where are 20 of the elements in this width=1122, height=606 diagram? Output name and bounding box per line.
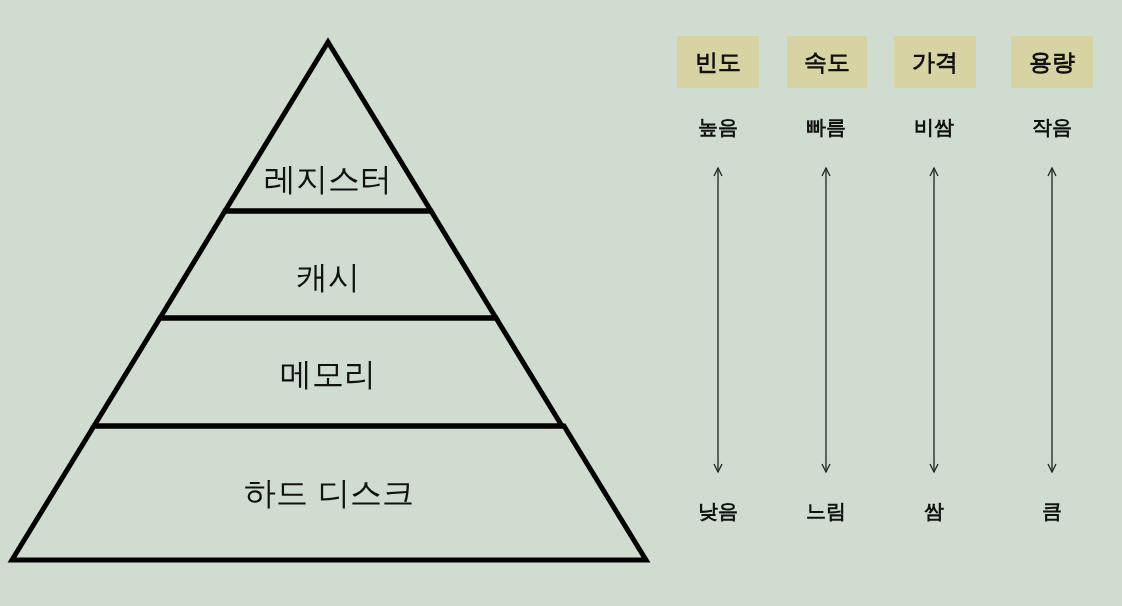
double-arrow [713,167,723,473]
double-arrow [929,167,939,473]
double-arrow [821,167,831,473]
scale-label: 낮음 [688,498,748,526]
scale-label: 느림 [796,498,856,526]
tier-label: 캐시 [296,257,360,298]
scale-label: 높음 [688,114,748,142]
scale-label: 작음 [1022,114,1082,142]
tier-label: 레지스터 [264,159,392,200]
double-arrow [1047,167,1057,473]
tier-label: 메모리 [280,354,376,395]
category-header: 빈도 [677,36,759,88]
category-header: 용량 [1011,36,1093,88]
scale-label: 쌈 [904,498,964,526]
tier-label: 하드 디스크 [243,473,415,514]
category-header: 가격 [894,36,976,88]
scale-label: 비쌈 [904,114,964,142]
category-header: 속도 [787,36,867,88]
scale-label: 큼 [1022,498,1082,526]
scale-label: 빠름 [796,114,856,142]
